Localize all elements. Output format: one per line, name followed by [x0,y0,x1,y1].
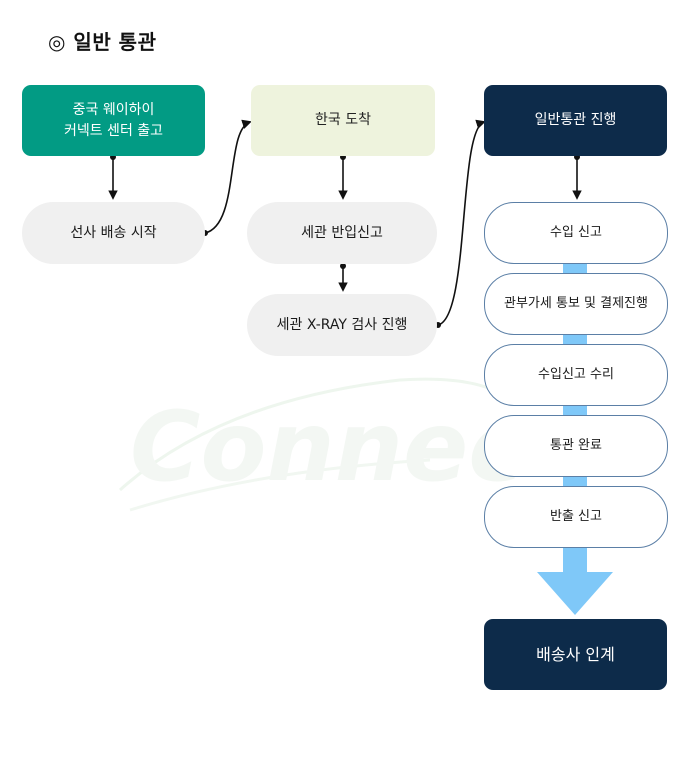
header-korea-arrival: 한국 도착 [251,85,435,156]
curve-col1-to-col2 [204,119,252,234]
svg-text:Connect: Connect [130,391,520,503]
step-carrier-shipping: 선사 배송 시작 [22,202,205,264]
header-general-clearance: 일반통관 진행 [484,85,667,156]
curve-col2-to-col3 [437,119,486,326]
step-xray-inspection: 세관 X-RAY 검사 진행 [247,294,437,356]
step-clearance-complete: 통관 완료 [484,415,668,477]
final-courier-handover: 배송사 인계 [484,619,667,690]
page-title: ◎ 일반 통관 [48,30,157,54]
connect-logo-watermark: Connect [118,377,520,512]
step-release-declaration: 반출 신고 [484,486,668,548]
header-china-release: 중국 웨이하이 커넥트 센터 출고 [22,85,205,156]
step-import-acceptance: 수입신고 수리 [484,344,668,406]
step-import-declaration: 수입 신고 [484,202,668,264]
step-customs-entry: 세관 반입신고 [247,202,437,264]
step-duty-notice-payment: 관부가세 통보 및 결제진행 [484,273,668,335]
big-down-arrow [537,558,613,615]
